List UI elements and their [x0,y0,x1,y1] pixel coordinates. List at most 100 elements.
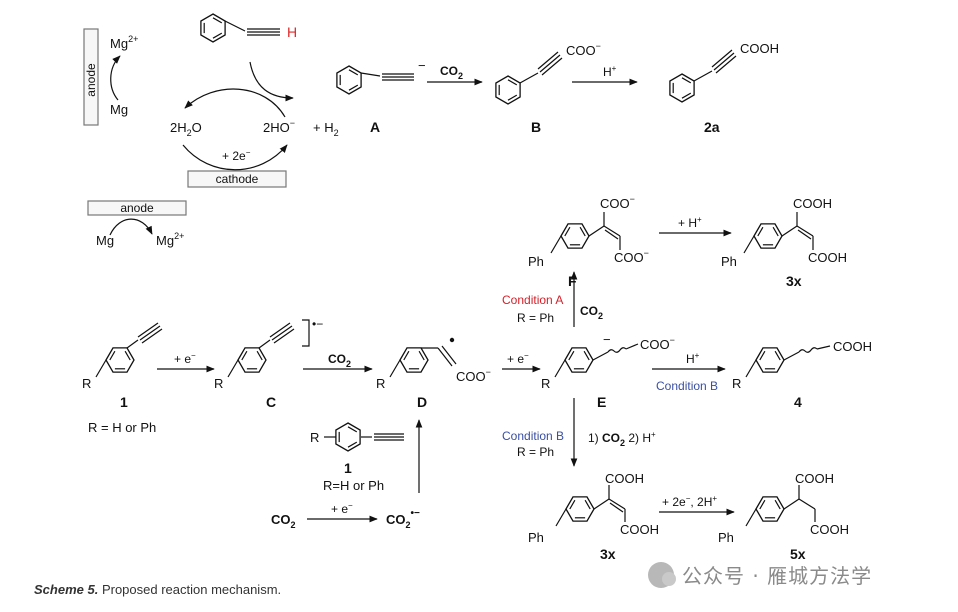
r-group-1: R [82,376,91,391]
compound-5x: Ph COOH COOH 5x [718,471,849,562]
proton-reagent: H+ [603,64,617,79]
compound-C: R •− C [214,317,323,410]
label-1: 1 [120,394,128,410]
label-E: E [597,394,606,410]
cooh-5x-1: COOH [795,471,834,486]
carboxylate-F-top: COO− [600,194,635,211]
cathode-electrode [187,170,287,188]
caption-text: Proposed reaction mechanism. [98,582,282,597]
proton-F: + H+ [678,215,702,230]
co2-radical-anion: CO2•− [386,508,420,530]
cooh-3x-bottom-2: COOH [620,522,659,537]
phenylacetylene-reagent: H [200,13,297,43]
cooh-2a: COOH [740,41,779,56]
compound-1: R 1 R = H or Ph [82,322,163,435]
r-definition-alt: R=H or Ph [323,478,384,493]
r-group-E: R [541,376,550,391]
ph-F: Ph [528,254,544,269]
label-4: 4 [794,394,802,410]
water: 2H2O [170,120,202,138]
label-A: A [370,119,380,135]
compound-2a: COOH 2a [669,41,779,135]
electron-add-label: + e− [174,351,196,366]
compound-1-alt: R 1 R=H or Ph [310,422,404,493]
anode-oxidation-arrow [110,55,121,101]
bottom-mechanism: R 1 R = H or Ph + e− R •− C CO2 [82,194,872,562]
hydroxide: 2HO− [263,118,295,135]
cooh-5x-2: COOH [810,522,849,537]
hydrogen: + H2 [313,120,339,138]
label-2a: 2a [704,119,720,135]
electron-add-D: + e− [507,351,529,366]
label-C: C [266,394,276,410]
label-5x: 5x [790,546,806,562]
cooh-4: COOH [833,339,872,354]
label-D: D [417,394,427,410]
anode-electrode-2 [87,200,187,216]
compound-E: R − COO− E [541,332,675,410]
label-1-alt: 1 [344,460,352,476]
cooh-3x-top-2: COOH [808,250,847,265]
label-B: B [531,119,541,135]
hydrogenation-label: + 2e−, 2H+ [662,494,717,509]
cooh-3x-bottom-1: COOH [605,471,644,486]
watermark: 公众号 · 雁城方法学 [648,560,872,589]
acetylide-charge: − [418,58,426,73]
co2-reagent-C: CO2 [328,352,351,369]
r-group-4: R [732,376,741,391]
cathode-reduction-arrow [182,144,288,171]
carboxylate-B: COO− [566,41,601,58]
condition-b-label-2: Condition B [502,429,564,443]
co2-reagent-top: CO2 [440,64,463,81]
watermark-text: 公众号 · 雁城方法学 [682,564,873,588]
top-reaction: H anode Mg2+ Mg 2H2O 2HO− + H2 + 2e− cat… [83,13,779,248]
compound-3x-bottom: Ph COOH COOH 3x [528,471,659,562]
anode-electrode [83,28,99,126]
anode-label-2: anode [120,201,154,215]
co2-reagent-a: CO2 [580,304,603,321]
anode-label: anode [84,63,98,97]
mg-ion-2: Mg2+ [156,231,184,248]
r-group-C: R [214,376,223,391]
carbanion-charge: − [603,332,611,347]
radical-anion-C: •− [312,317,323,331]
label-3x-top: 3x [786,273,802,289]
condition-a-label: Condition A [502,293,563,307]
electron-add-co2: + e− [331,501,353,516]
r-group-D: R [376,376,385,391]
mg-metal: Mg [110,102,128,117]
co2-start: CO2 [271,512,296,530]
terminal-h-label: H [287,24,297,40]
label-3x-bottom: 3x [600,546,616,562]
wechat-logo-icon [648,561,676,588]
carboxylate-D: COO− [456,367,491,384]
ph-3x-bottom: Ph [528,530,544,545]
r-ph-b: R = Ph [517,445,554,459]
caption-label: Scheme 5. [34,582,99,597]
compound-A: − A [336,58,426,135]
mg-metal-2: Mg [96,233,114,248]
carboxylate-E: COO− [640,335,675,352]
reagent-arrow [249,61,294,102]
scheme-caption: Scheme 5. Proposed reaction mechanism. [34,582,281,597]
cooh-3x-top-1: COOH [793,196,832,211]
step-conditions: 1) CO2 2) H+ [588,430,656,448]
compound-4: R COOH 4 [732,339,872,410]
compound-F: Ph COO− COO− F [528,194,649,289]
anode-oxidation-arrow-2 [109,218,153,236]
r-ph-a: R = Ph [517,311,554,325]
hydroxide-return-arrow [184,88,286,118]
ph-5x: Ph [718,530,734,545]
r-definition: R = H or Ph [88,420,156,435]
mg-ion: Mg2+ [110,34,138,51]
cathode-label: cathode [216,172,259,186]
electrons-label: + 2e− [222,148,251,163]
label-F: F [568,273,577,289]
carboxylate-F-bottom: COO− [614,248,649,265]
radical-dot [449,337,455,343]
r-group-1-alt: R [310,430,319,445]
ph-3x-top: Ph [721,254,737,269]
compound-D: R COO− D [376,337,491,410]
proton-E: H+ [686,351,700,366]
